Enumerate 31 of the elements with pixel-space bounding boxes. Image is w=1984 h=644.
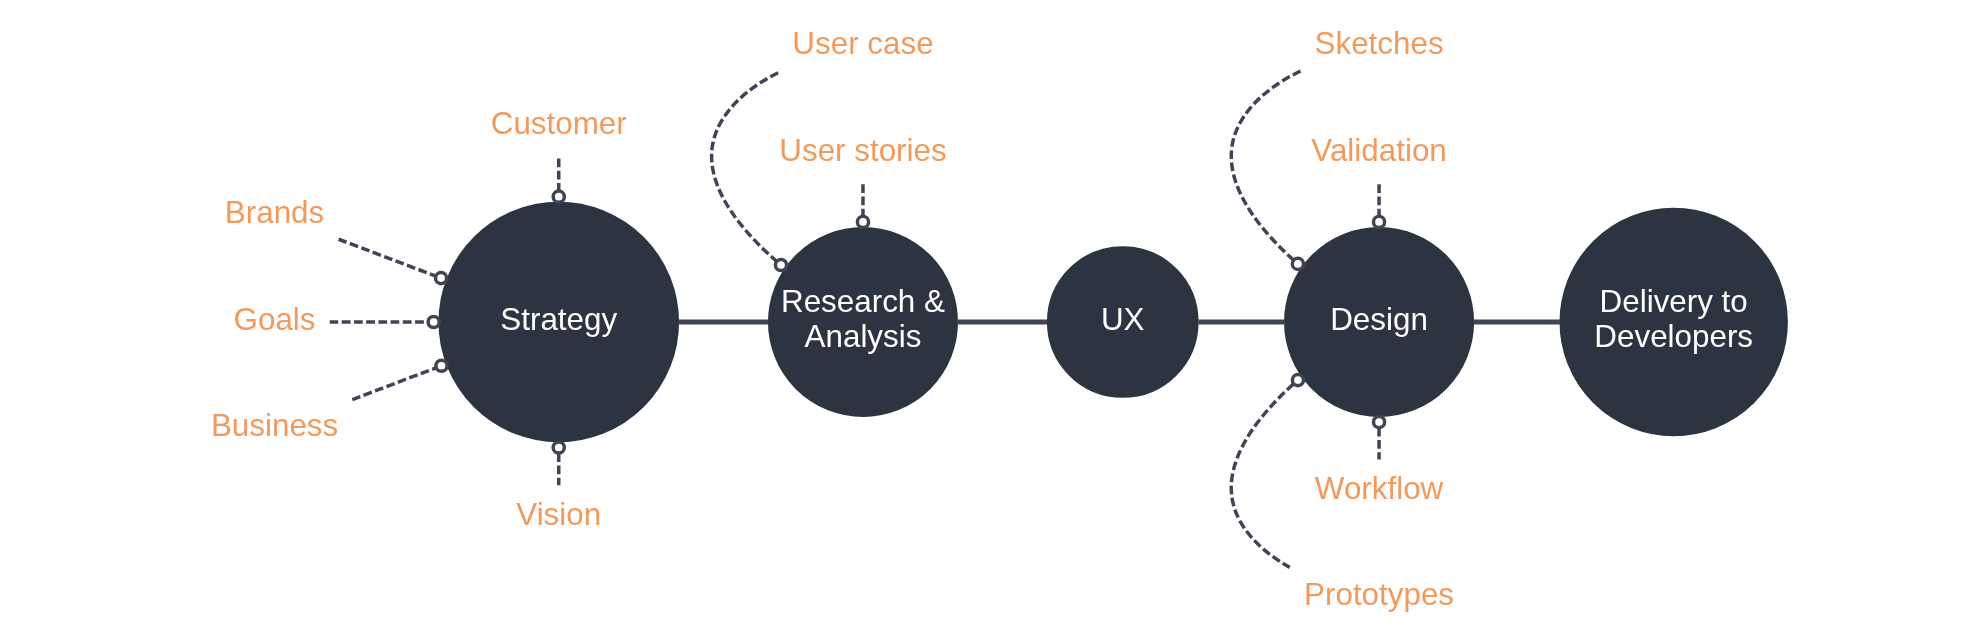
node-text: Workflow [1314, 470, 1444, 506]
connector [1229, 372, 1306, 569]
connector [551, 440, 567, 486]
connector [1198, 319, 1285, 325]
connector [1371, 414, 1387, 460]
node-text: Validation [1311, 132, 1447, 168]
connector [337, 237, 449, 286]
connector [678, 319, 769, 325]
node-circle: Design [1284, 227, 1475, 417]
node-text: Sketches [1314, 26, 1444, 62]
node-circle: Research & Analysis [767, 227, 958, 417]
node-circle: Delivery to Developers [1559, 207, 1788, 437]
node-text: Vision [516, 496, 602, 532]
connector [329, 314, 441, 330]
node-text: Goals [233, 301, 316, 337]
node-text: Customer [490, 106, 627, 142]
node-text: User case [792, 26, 934, 62]
node-text: User stories [779, 132, 947, 168]
connector [957, 319, 1048, 325]
node-text: Brands [224, 195, 325, 231]
connector [709, 71, 789, 273]
node-circle: UX [1046, 246, 1199, 398]
node-circle: Strategy [438, 201, 680, 443]
connector [351, 358, 449, 402]
connector [855, 184, 871, 230]
connector [551, 158, 567, 204]
node-text: Business [210, 408, 339, 444]
connector [1473, 319, 1561, 325]
connector [1229, 69, 1306, 272]
connector [1371, 184, 1387, 230]
node-text: Prototypes [1304, 577, 1455, 613]
